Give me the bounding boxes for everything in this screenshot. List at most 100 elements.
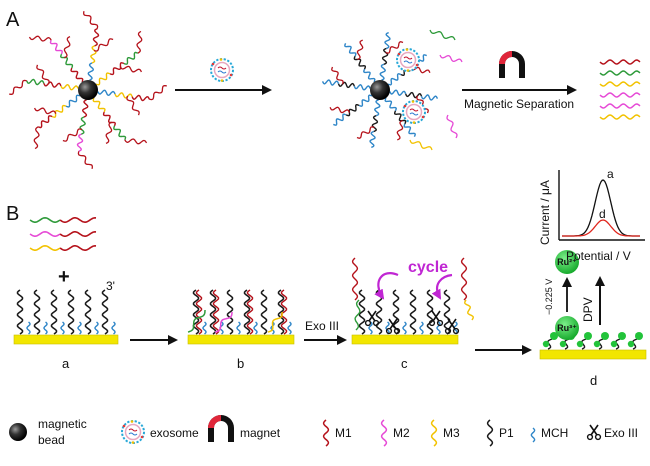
input-strands (29, 216, 97, 252)
step-label-b: b (237, 356, 244, 371)
panel-label-a: A (6, 9, 20, 31)
p1-probe (16, 289, 24, 335)
mch-molecule (111, 321, 116, 335)
bound-exosome-icon (402, 99, 426, 125)
legend-bead-icon (9, 423, 27, 441)
electrode-a (13, 334, 119, 345)
legend-m1-strand (322, 419, 330, 447)
released-m1 (354, 299, 361, 331)
probe-strand (384, 32, 391, 50)
input-strand (29, 216, 61, 223)
probe-rays (9, 11, 167, 169)
legend-bead-label-2: bead (38, 433, 65, 447)
ru-ion (550, 332, 558, 340)
ru-ion (593, 340, 601, 348)
probes-electrode-c (351, 257, 474, 335)
probe-strand (60, 53, 74, 69)
input-strand (59, 216, 97, 224)
scissors-icon (586, 424, 602, 441)
released-strand (599, 103, 641, 109)
exo-iii-enzymes (364, 310, 460, 335)
probe-strand (333, 113, 347, 126)
target-strand (36, 64, 50, 85)
legend-exosome-icon (121, 419, 145, 445)
three-prime-label: 3' (106, 279, 115, 293)
p1-probe (209, 289, 217, 335)
ru-ion (584, 332, 592, 340)
released-strand (599, 81, 641, 87)
probe-strand (92, 97, 106, 113)
legend-exosome-label: exosome (150, 426, 199, 440)
bead-with-exosomes-2 (322, 29, 463, 151)
probe-strand (92, 28, 100, 47)
probe-strand (389, 89, 407, 96)
ru2-label: Ru²⁺ (557, 257, 577, 267)
ru-ion (610, 340, 618, 348)
mch-molecule (385, 321, 390, 335)
target-strand (149, 85, 167, 101)
ru-ion (627, 340, 635, 348)
free-strand (429, 29, 456, 41)
released-m3 (464, 299, 474, 321)
probe-strand (123, 51, 139, 65)
p1-probe (260, 289, 268, 335)
p1-probe (243, 289, 251, 335)
legend-m2-label: M2 (393, 426, 410, 440)
input-strand (29, 230, 61, 237)
electrode-d (539, 349, 647, 360)
legend-p1-label: P1 (499, 426, 514, 440)
probe-strand (345, 104, 360, 117)
released-strand (599, 59, 641, 65)
probe-strand (26, 78, 45, 86)
target-strand (124, 138, 148, 145)
cycle-label: cycle (408, 259, 448, 276)
probe-strand (403, 123, 416, 137)
ru3-label: Ru³⁺ (557, 323, 577, 333)
panel-label-b: B (6, 203, 19, 225)
p1-probe (358, 289, 366, 335)
probe-strand (420, 94, 438, 101)
electrode-b (187, 334, 295, 345)
probe-strand (81, 99, 89, 118)
released-m1 (351, 257, 359, 301)
ru-ion (618, 332, 626, 340)
target-strand (34, 107, 57, 115)
input-strand (59, 230, 97, 238)
electrode-c (351, 334, 459, 345)
plot-x-label: Potential / V (566, 249, 631, 263)
probe-strand (65, 94, 81, 108)
probe-strand (37, 115, 53, 129)
target-strand (356, 39, 364, 61)
probe-strand (49, 39, 63, 55)
mch-molecule (77, 321, 82, 335)
curve-a-label: a (607, 167, 614, 181)
probe-strand (114, 92, 133, 99)
magnetic-bead-icon (78, 80, 98, 100)
released-strand (599, 70, 641, 76)
target-strand (126, 95, 140, 116)
probe-strand (405, 91, 423, 99)
exo-iii-label: Exo III (305, 319, 339, 333)
separation-label: Magnetic Separation (464, 97, 574, 111)
probe-strand (87, 62, 95, 81)
p1-probe (277, 289, 285, 335)
legend-m3-label: M3 (443, 426, 460, 440)
curve-d (562, 219, 640, 237)
target-strand (83, 11, 99, 29)
legend-magnet-icon (208, 415, 234, 442)
target-strand (136, 30, 143, 54)
target-strand (9, 79, 27, 95)
target-strand (63, 36, 71, 59)
free-strand (439, 54, 463, 63)
ru-ion (559, 340, 567, 348)
legend-mch-label: MCH (541, 426, 568, 440)
target-strand (119, 65, 142, 73)
probe-strand (90, 45, 97, 64)
legend-m2-strand (380, 419, 388, 447)
legend-m3-strand (430, 419, 438, 447)
bound-m2 (214, 312, 233, 333)
input-strand (29, 244, 61, 251)
mch-molecule (270, 321, 275, 335)
magnet-icon (499, 51, 525, 78)
